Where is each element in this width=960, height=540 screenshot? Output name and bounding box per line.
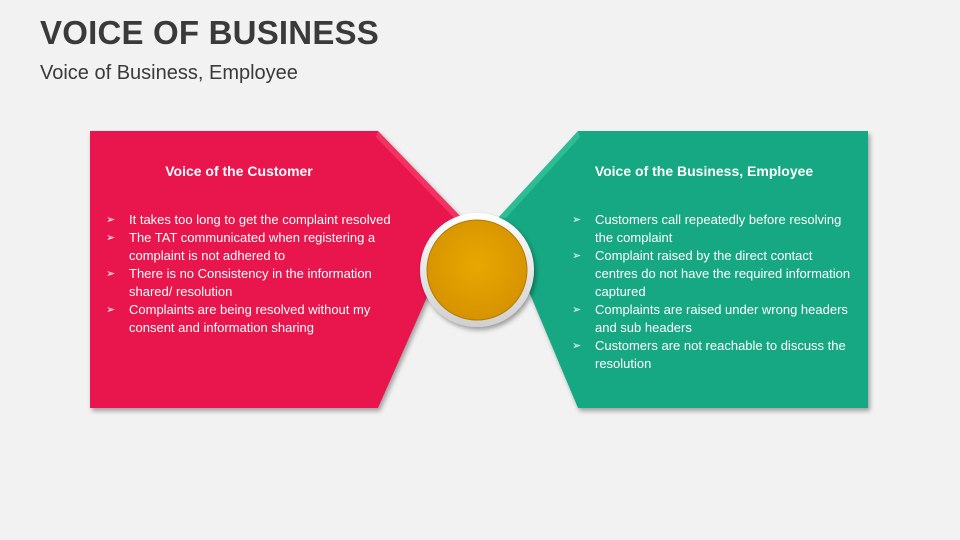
arrow-bullet-icon: ➢ (572, 250, 582, 262)
list-item: ➢ Complaints are raised under wrong heade… (566, 301, 857, 337)
customer-voice-heading: Voice of the Customer (165, 163, 313, 179)
list-item: ➢ Complaint raised by the direct contact … (566, 247, 857, 301)
list-item-text: Customers are not reachable to discuss t… (595, 338, 846, 371)
arrow-bullet-icon: ➢ (572, 214, 582, 226)
list-item-text: Complaints are being resolved without my… (129, 302, 371, 335)
business-voice-heading: Voice of the Business, Employee (594, 163, 814, 179)
arrow-bullet-icon: ➢ (106, 304, 116, 316)
business-voice-content: Voice of the Business, Employee ➢ Custome… (566, 160, 866, 373)
page-subtitle: Voice of Business, Employee (40, 62, 298, 84)
arrow-bullet-icon: ➢ (572, 340, 582, 352)
business-voice-panel-bevel (498, 131, 580, 218)
list-item: ➢ There is no Consistency in the informat… (100, 265, 401, 301)
list-item: ➢ Customers are not reachable to discuss … (566, 337, 857, 373)
customer-voice-list: ➢ It takes too long to get the complaint … (100, 211, 400, 337)
list-item-text: Customers call repeatedly before resolvi… (595, 212, 842, 245)
list-item-text: Complaint raised by the direct contact c… (595, 248, 851, 299)
list-item: ➢ The TAT communicated when registering a… (100, 229, 401, 265)
customer-voice-panel (90, 131, 462, 408)
customer-voice-content: Voice of the Customer ➢ It takes too long… (100, 160, 400, 337)
arrow-bullet-icon: ➢ (572, 304, 582, 316)
list-item-text: Complaints are raised under wrong header… (595, 302, 848, 335)
page-title: VOICE OF BUSINESS (40, 14, 379, 51)
list-item: ➢ Customers call repeatedly before resolv… (566, 211, 857, 247)
list-item: ➢ Complaints are being resolved without m… (100, 301, 401, 337)
customer-voice-panel-bevel (376, 131, 462, 218)
arrow-bullet-icon: ➢ (106, 268, 116, 280)
list-item-text: It takes too long to get the complaint r… (129, 212, 391, 227)
center-circle (426, 219, 528, 321)
business-voice-panel (498, 131, 868, 408)
list-item-text: There is no Consistency in the informati… (129, 266, 372, 299)
list-item: ➢ It takes too long to get the complaint … (100, 211, 401, 229)
arrow-bullet-icon: ➢ (106, 214, 116, 226)
arrow-bullet-icon: ➢ (106, 232, 116, 244)
business-voice-list: ➢ Customers call repeatedly before resolv… (566, 211, 866, 373)
list-item-text: The TAT communicated when registering a … (129, 230, 376, 263)
